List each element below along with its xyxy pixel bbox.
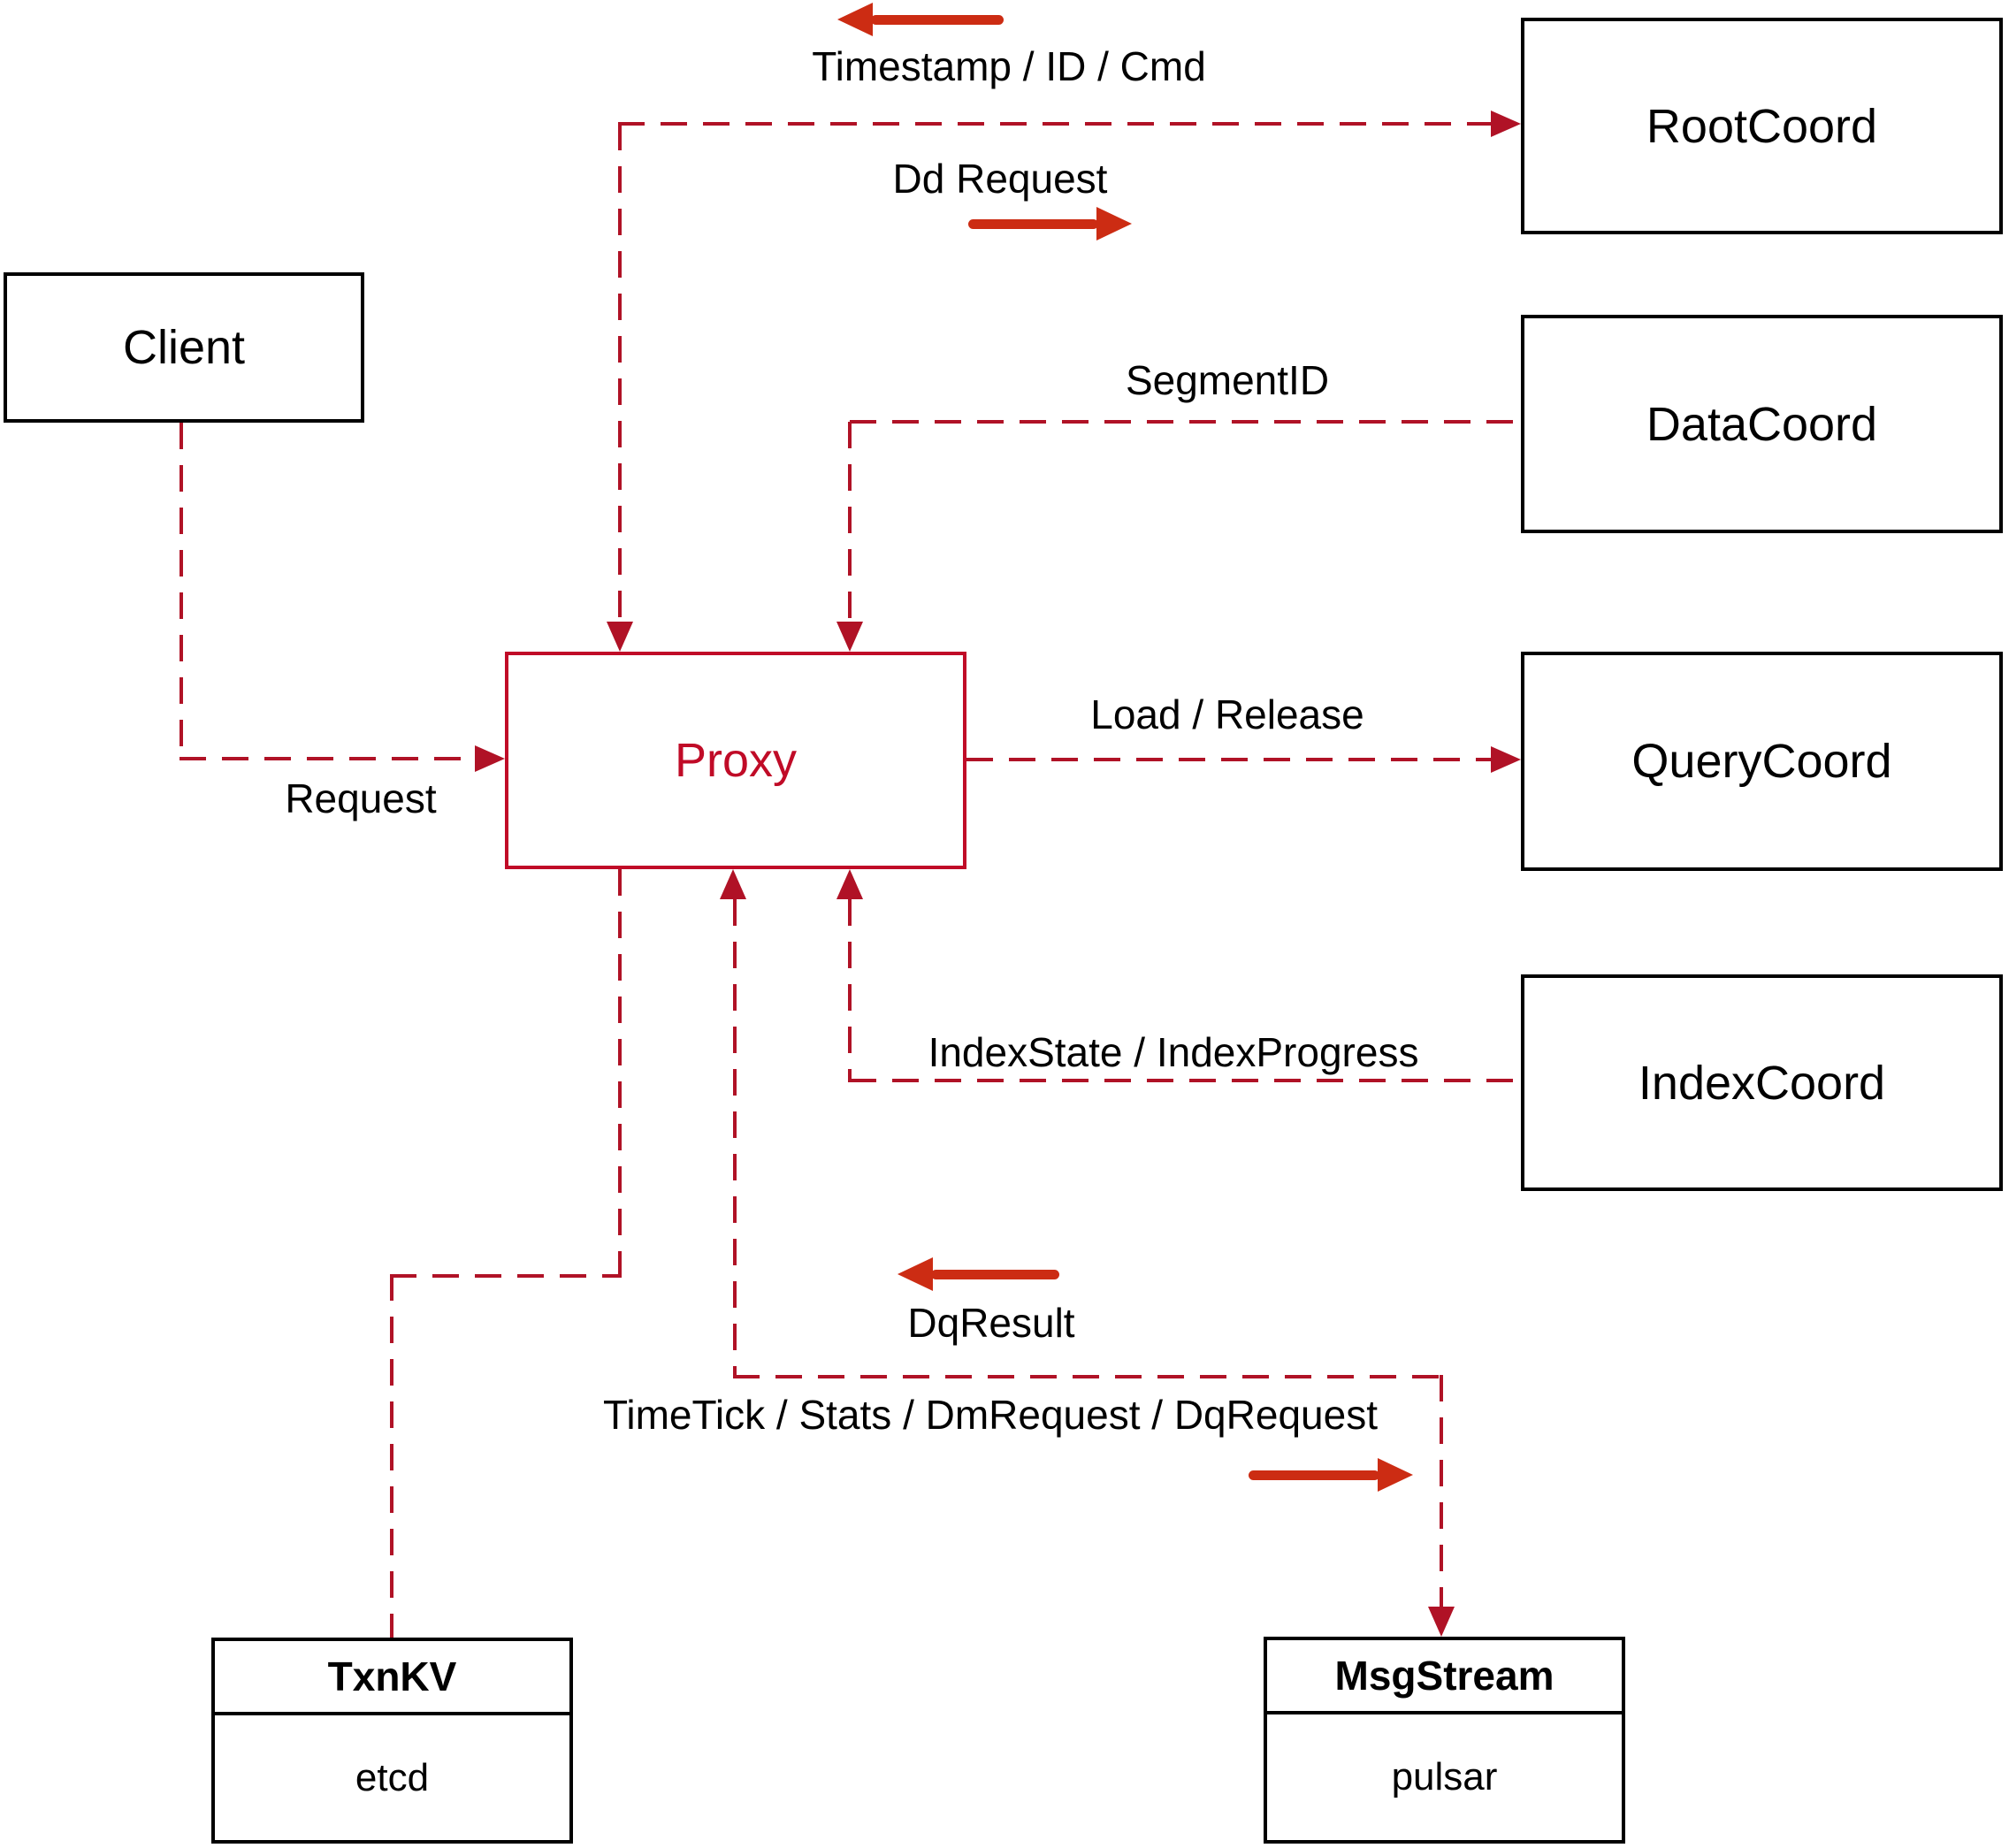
arrowhead-into-msgstream-icon: [1428, 1607, 1455, 1637]
node-txnkv-subtitle: etcd: [355, 1755, 430, 1799]
edge-label-dd-request: Dd Request: [892, 156, 1108, 202]
edge-label-timetick: TimeTick / Stats / DmRequest / DqRequest: [603, 1392, 1378, 1438]
timetick-direction-arrow-right-icon: [1249, 1458, 1413, 1492]
edge-segmentid-horizontal: [850, 420, 1521, 424]
edge-timestamp-horizontal: [618, 122, 1494, 126]
node-datacoord-label: DataCoord: [1646, 397, 1878, 451]
edge-segmentid-vertical: [848, 422, 852, 622]
node-rootcoord-label: RootCoord: [1646, 99, 1878, 153]
node-proxy: Proxy: [505, 652, 966, 869]
edge-indexstate-vertical: [848, 899, 852, 1082]
node-proxy-label: Proxy: [674, 734, 798, 787]
node-querycoord: QueryCoord: [1521, 652, 2003, 871]
arrowhead-into-proxy-top-right-icon: [836, 622, 863, 652]
edge-label-load-release: Load / Release: [1090, 691, 1364, 737]
edge-msgstream-vertical-lower: [1440, 1375, 1443, 1607]
node-querycoord-label: QueryCoord: [1631, 735, 1892, 788]
arrowhead-into-rootcoord-icon: [1491, 111, 1521, 137]
edge-msgstream-vertical-upper: [733, 899, 737, 1377]
edge-label-timestamp: Timestamp / ID / Cmd: [812, 43, 1206, 89]
edge-request-vertical: [180, 423, 183, 759]
edge-label-request: Request: [285, 775, 437, 821]
node-msgstream: MsgStream pulsar: [1264, 1637, 1625, 1844]
edge-txnkv-horizontal: [390, 1274, 622, 1278]
edge-msgstream-horizontal: [733, 1375, 1443, 1378]
edge-timestamp-vertical: [618, 124, 622, 622]
node-msgstream-title: MsgStream: [1267, 1640, 1622, 1714]
edge-indexstate-horizontal: [850, 1079, 1521, 1082]
edge-request-horizontal: [180, 757, 475, 760]
dqresult-direction-arrow-left-icon: [898, 1257, 1059, 1291]
node-indexcoord-label: IndexCoord: [1638, 1056, 1886, 1110]
edge-txnkv-vertical-upper: [618, 869, 622, 1276]
arrowhead-into-proxy-top-left-icon: [607, 622, 633, 652]
node-indexcoord: IndexCoord: [1521, 974, 2003, 1191]
node-datacoord: DataCoord: [1521, 315, 2003, 533]
node-client: Client: [4, 272, 364, 423]
node-txnkv: TxnKV etcd: [211, 1638, 573, 1844]
node-msgstream-subtitle: pulsar: [1391, 1755, 1498, 1798]
ddrequest-direction-arrow-right-icon: [968, 207, 1132, 241]
arrowhead-into-proxy-left-icon: [475, 745, 505, 772]
edge-label-indexstate: IndexState / IndexProgress: [928, 1029, 1419, 1075]
edge-label-dqresult: DqResult: [907, 1300, 1075, 1346]
arrowhead-into-proxy-bottom-left-icon: [720, 869, 746, 899]
edge-loadrelease-horizontal: [966, 758, 1491, 761]
edge-label-segmentid: SegmentID: [1125, 357, 1330, 403]
arrowhead-into-querycoord-icon: [1491, 746, 1521, 773]
node-txnkv-title: TxnKV: [215, 1641, 569, 1715]
arrowhead-into-proxy-bottom-right-icon: [836, 869, 863, 899]
node-client-label: Client: [122, 321, 246, 374]
node-rootcoord: RootCoord: [1521, 18, 2003, 234]
timestamp-direction-arrow-left-icon: [837, 3, 1004, 36]
edge-txnkv-vertical-lower: [390, 1274, 393, 1638]
